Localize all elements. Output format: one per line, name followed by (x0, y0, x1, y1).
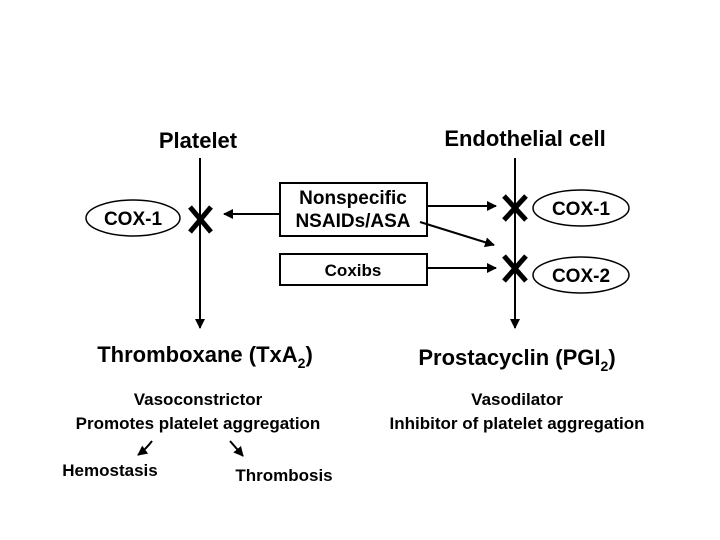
endothelial-effect-vasodilator: Vasodilator (471, 390, 563, 409)
thrombosis-label: Thrombosis (235, 466, 332, 485)
nsaids-label-line1: Nonspecific (299, 188, 407, 209)
endothelial-cox1-inhibition-mark (502, 194, 528, 222)
platelet-cox1-ellipse (85, 199, 181, 237)
prostacyclin-label: Prostacyclin (PGI2) (418, 345, 615, 374)
nsaids-to-endothelial-cox2-arrow (419, 221, 495, 248)
hemostasis-label: Hemostasis (62, 461, 157, 480)
platelet-cox1-label: COX-1 (104, 209, 163, 230)
endothelial-cox1-label: COX-1 (552, 199, 611, 220)
thrombosis-arrow (229, 440, 244, 457)
platelet-title: Platelet (159, 128, 238, 153)
endothelial-title: Endothelial cell (444, 126, 605, 151)
platelet-effect-vasoconstrictor: Vasoconstrictor (134, 390, 263, 409)
endothelial-effect-inhibitor: Inhibitor of platelet aggregation (390, 414, 645, 433)
platelet-effect-aggregation: Promotes platelet aggregation (76, 414, 321, 433)
coxibs-label: Coxibs (325, 261, 382, 280)
coxibs-box (279, 253, 428, 286)
platelet-cox1-inhibition-mark (188, 205, 213, 234)
nsaids-label-line2: NSAIDs/ASA (295, 211, 410, 232)
hemostasis-arrow (137, 440, 153, 456)
thromboxane-label: Thromboxane (TxA2) (97, 342, 313, 371)
nsaids-box (279, 182, 428, 237)
endothelial-cox2-ellipse (532, 256, 630, 294)
endothelial-cox2-inhibition-mark (502, 254, 528, 283)
endothelial-cox1-ellipse (532, 189, 630, 227)
endothelial-cox2-label: COX-2 (552, 266, 610, 287)
